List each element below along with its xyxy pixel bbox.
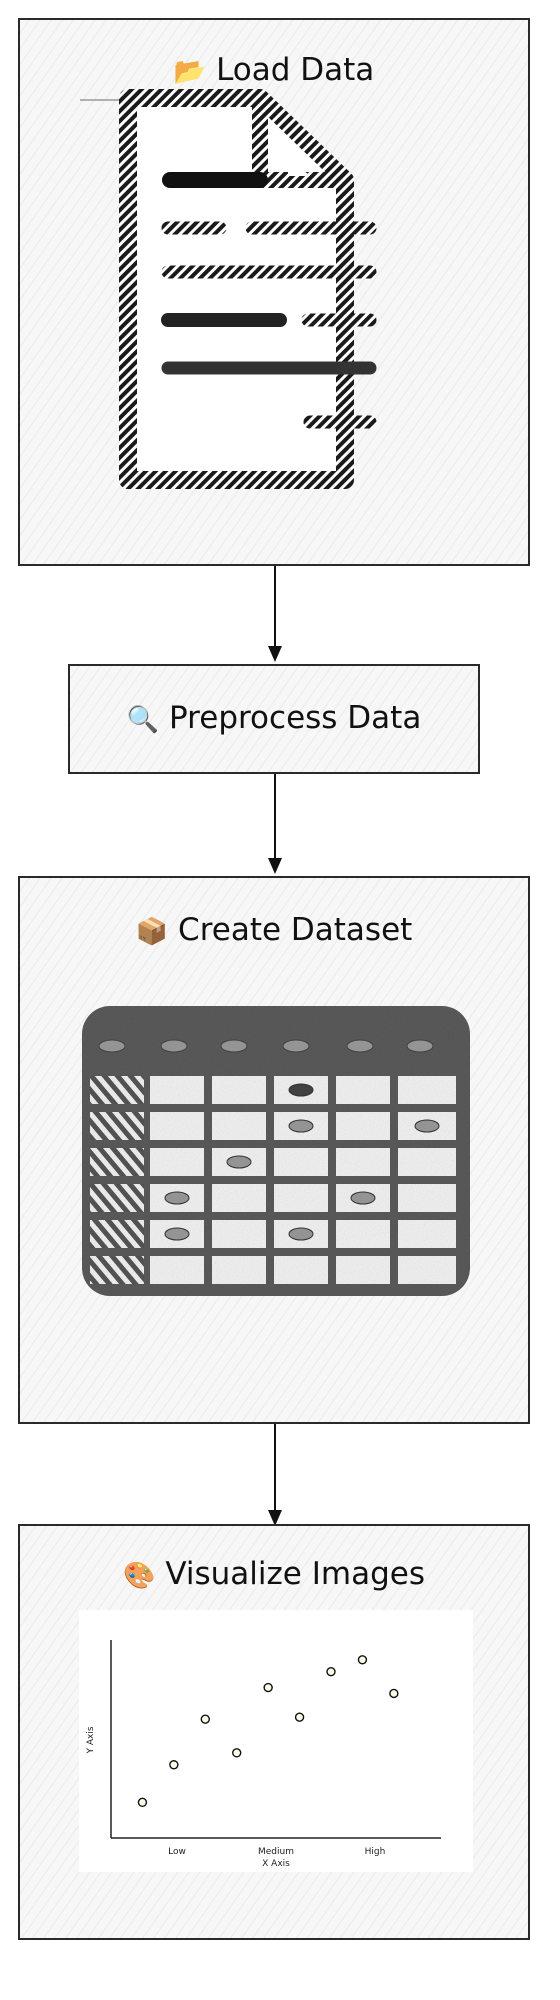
table-cell xyxy=(336,1076,390,1104)
table-cell-pill xyxy=(226,1155,252,1169)
table-cell xyxy=(150,1076,204,1104)
load-data-node: 📂 Load Data xyxy=(18,18,530,566)
table-cell-pill xyxy=(164,1227,190,1241)
table-cell xyxy=(90,1076,144,1104)
x-axis-label: X Axis xyxy=(262,1859,290,1869)
x-tick-high: High xyxy=(365,1847,386,1857)
table-cell xyxy=(398,1076,456,1104)
scatter-point-7 xyxy=(326,1666,336,1677)
table-cell xyxy=(336,1220,390,1248)
table-icon xyxy=(82,1006,470,1296)
scatter-point-5 xyxy=(263,1682,273,1693)
x-tick-low: Low xyxy=(168,1847,186,1857)
scatter-point-9 xyxy=(389,1688,399,1699)
preprocess-data-node: 🔍 Preprocess Data xyxy=(68,664,480,774)
document-icon xyxy=(80,89,377,489)
arrow-preprocess-to-dataset xyxy=(268,774,282,874)
table-cell xyxy=(274,1148,328,1176)
palette-icon: 🎨 xyxy=(123,1561,156,1591)
package-icon: 📦 xyxy=(135,917,169,947)
table-cell-pill xyxy=(164,1191,190,1205)
table-header-pill xyxy=(282,1039,310,1053)
magnifier-icon: 🔍 xyxy=(126,705,160,735)
table-cell xyxy=(212,1220,266,1248)
load-data-title: 📂 Load Data xyxy=(20,52,528,88)
table-cell-pill xyxy=(288,1083,314,1097)
preprocess-data-label: Preprocess Data xyxy=(169,700,422,736)
table-cell xyxy=(90,1256,144,1284)
scatter-point-6 xyxy=(294,1712,305,1722)
visualize-images-node: 🎨 Visualize Images X Axis Y Axis Low Medi… xyxy=(18,1524,530,1940)
create-dataset-label: Create Dataset xyxy=(178,912,413,948)
table-cell xyxy=(212,1184,266,1212)
table-cell xyxy=(398,1256,456,1284)
scatter-point-3 xyxy=(200,1714,210,1724)
visualize-images-label: Visualize Images xyxy=(165,1556,425,1592)
table-cell xyxy=(398,1220,456,1248)
visualize-images-title: 🎨 Visualize Images xyxy=(20,1556,528,1592)
table-cell xyxy=(274,1256,328,1284)
y-axis-label: Y Axis xyxy=(86,1726,96,1754)
table-cell xyxy=(150,1112,204,1140)
table-cell xyxy=(212,1256,266,1284)
load-data-label: Load Data xyxy=(216,52,375,88)
table-cell-pill xyxy=(414,1119,440,1133)
table-cell-pill xyxy=(350,1191,376,1205)
table-cell xyxy=(336,1256,390,1284)
preprocess-data-title: 🔍 Preprocess Data xyxy=(70,700,478,736)
folder-icon: 📂 xyxy=(173,57,207,87)
table-header-pill xyxy=(346,1039,374,1053)
table-header-pill xyxy=(220,1039,248,1053)
table-cell-pill xyxy=(288,1227,314,1241)
scatter-point-8 xyxy=(357,1655,368,1665)
table-cell xyxy=(90,1112,144,1140)
table-header-pill xyxy=(98,1039,126,1053)
table-cell xyxy=(274,1184,328,1212)
scatter-plot: X Axis Y Axis Low Medium High xyxy=(79,1610,473,1872)
table-header-pill xyxy=(160,1039,188,1053)
table-cell xyxy=(150,1148,204,1176)
table-cell xyxy=(398,1184,456,1212)
arrow-load-to-preprocess xyxy=(268,566,282,662)
table-cell xyxy=(90,1148,144,1176)
table-cell xyxy=(212,1112,266,1140)
table-cell xyxy=(336,1112,390,1140)
table-cell xyxy=(90,1184,144,1212)
create-dataset-title: 📦 Create Dataset xyxy=(20,912,528,948)
table-cell xyxy=(336,1148,390,1176)
scatter-point-2 xyxy=(169,1760,179,1770)
table-cell xyxy=(212,1076,266,1104)
table-cell xyxy=(90,1220,144,1248)
scatter-point-1 xyxy=(137,1797,148,1808)
table-cell xyxy=(150,1256,204,1284)
x-tick-medium: Medium xyxy=(258,1847,294,1857)
create-dataset-node: 📦 Create Dataset xyxy=(18,876,530,1424)
table-header-pill xyxy=(406,1039,434,1053)
scatter-point-4 xyxy=(232,1748,242,1758)
arrow-dataset-to-visualize xyxy=(268,1424,282,1526)
table-cell xyxy=(398,1148,456,1176)
table-cell-pill xyxy=(288,1119,314,1133)
